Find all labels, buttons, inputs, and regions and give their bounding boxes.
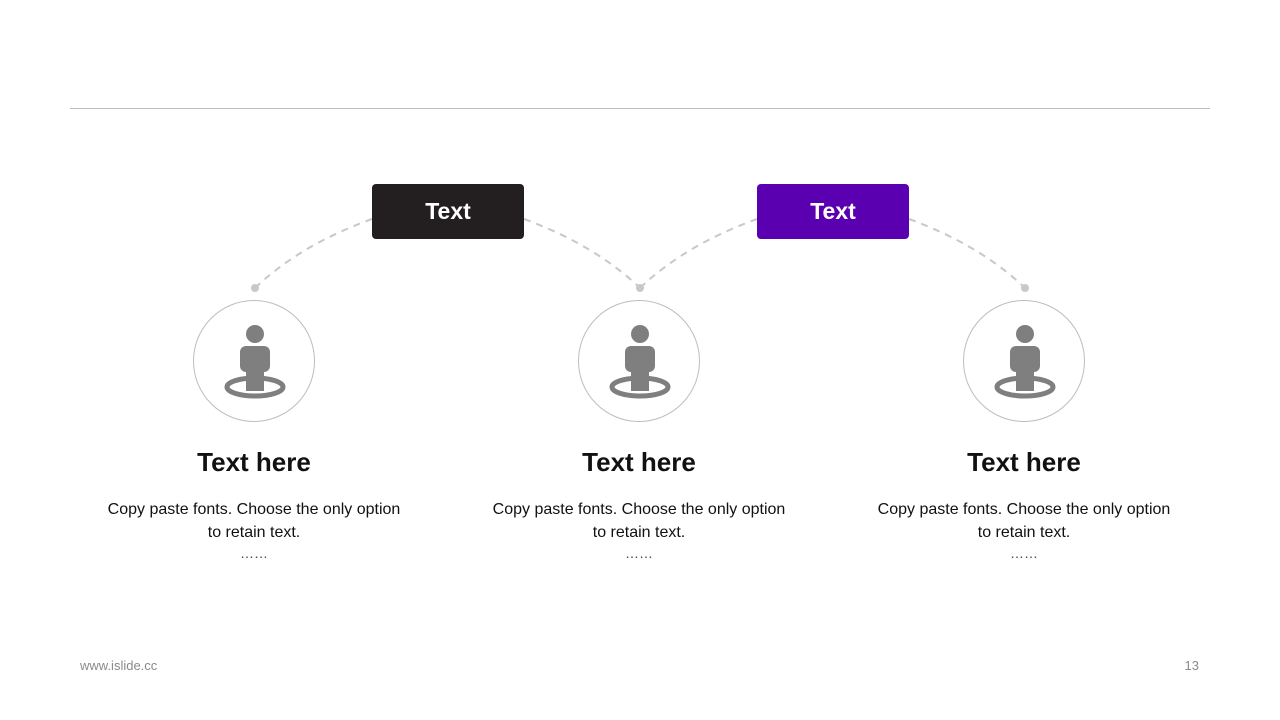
column-description-line-1: Copy paste fonts. Choose the only option — [107, 501, 401, 518]
tag-box-1: Text — [372, 184, 524, 239]
person-on-target-icon — [994, 325, 1056, 399]
tag-label-2: Text — [810, 198, 856, 224]
connector-right-2 — [908, 218, 1026, 289]
connector-right-1 — [523, 218, 641, 289]
footer-url[interactable]: www.islide.cc — [80, 658, 158, 673]
column-title: Text here — [582, 447, 696, 477]
column-title: Text here — [197, 447, 311, 477]
column-description-line-2: to retain text. — [592, 524, 686, 541]
person-on-target-icon — [224, 325, 286, 399]
column-description: Copy paste fonts. Choose the only option… — [479, 498, 799, 544]
icon-circle-3 — [963, 300, 1085, 422]
column-description: Copy paste fonts. Choose the only option… — [864, 498, 1184, 544]
person-on-target-icon — [609, 325, 671, 399]
column-description-line-2: to retain text. — [977, 524, 1071, 541]
connector-dot-1 — [251, 284, 259, 292]
column-ellipsis: …… — [625, 545, 653, 561]
connector-dot-3 — [1021, 284, 1029, 292]
icon-circle-2 — [578, 300, 700, 422]
tag-box-2: Text — [757, 184, 909, 239]
column-description-line-2: to retain text. — [207, 524, 301, 541]
column-ellipsis: …… — [1010, 545, 1038, 561]
column-description-line-1: Copy paste fonts. Choose the only option — [877, 501, 1171, 518]
column-3: Text here Copy paste fonts. Choose the o… — [864, 446, 1184, 562]
column-2: Text here Copy paste fonts. Choose the o… — [479, 446, 799, 562]
column-title: Text here — [967, 447, 1081, 477]
connector-left-1 — [254, 218, 373, 289]
column-1: Text here Copy paste fonts. Choose the o… — [94, 446, 414, 562]
column-description-line-1: Copy paste fonts. Choose the only option — [492, 501, 786, 518]
column-ellipsis: …… — [240, 545, 268, 561]
header-divider — [70, 108, 1210, 109]
icon-circle-1 — [193, 300, 315, 422]
tag-label-1: Text — [425, 198, 471, 224]
column-description: Copy paste fonts. Choose the only option… — [94, 498, 414, 544]
page-number: 13 — [1184, 658, 1199, 673]
connector-dot-2 — [636, 284, 644, 292]
connector-left-2 — [639, 218, 758, 289]
